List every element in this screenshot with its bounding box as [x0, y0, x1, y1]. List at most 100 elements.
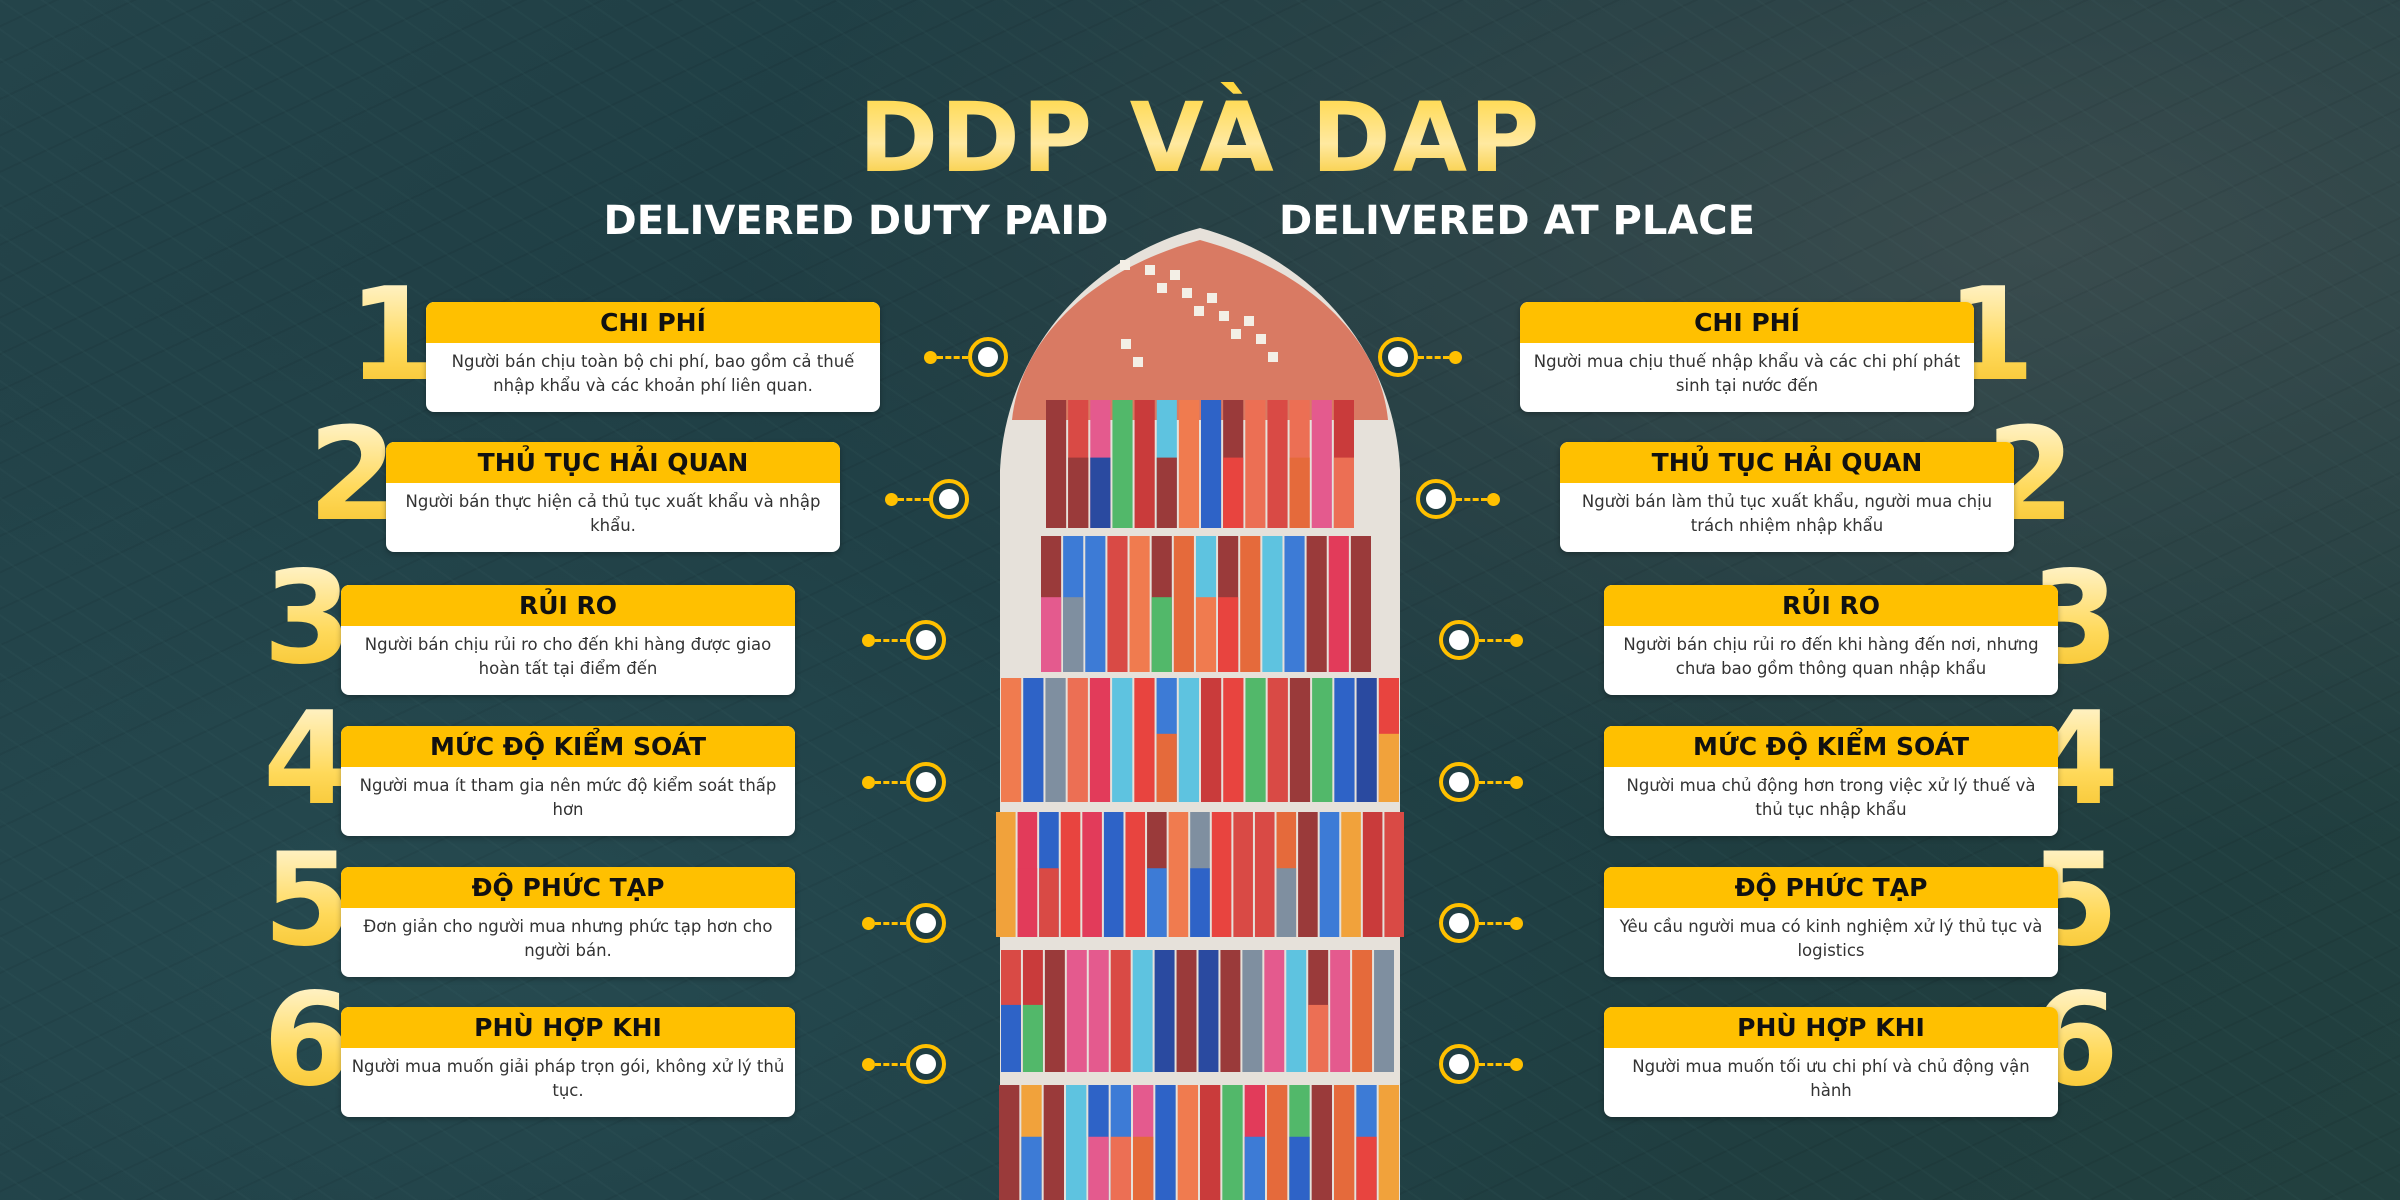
connector-dot-icon	[1510, 633, 1523, 647]
connector	[885, 479, 969, 519]
container	[1223, 457, 1244, 528]
container	[1311, 1085, 1332, 1200]
connector	[862, 620, 946, 660]
connector	[924, 337, 1008, 377]
container	[1289, 1136, 1310, 1200]
container	[1374, 950, 1394, 1072]
card-text: Người mua muốn giải pháp trọn gói, không…	[351, 1057, 785, 1100]
dashed-line	[875, 638, 906, 642]
container	[1264, 950, 1285, 1072]
container	[1245, 400, 1266, 528]
connector-dot-icon	[924, 350, 937, 364]
deck-equipment	[1194, 306, 1204, 316]
container	[1334, 678, 1355, 802]
ddp-subtitle: DELIVERED DUTY PAID	[603, 198, 1109, 244]
container	[1352, 950, 1373, 1072]
container	[1312, 678, 1333, 802]
container	[1043, 1085, 1064, 1200]
dashed-line	[898, 497, 929, 501]
connector	[1439, 903, 1523, 943]
container	[1319, 812, 1340, 937]
container	[1046, 400, 1067, 528]
card-text: Đơn giản cho người mua nhưng phức tạp hơ…	[363, 917, 773, 960]
container	[1341, 812, 1361, 937]
dashed-line	[1479, 1062, 1510, 1066]
connector-node-icon	[929, 479, 969, 519]
container	[1200, 1085, 1221, 1200]
container	[1334, 1085, 1355, 1200]
container	[1021, 1136, 1042, 1200]
connector-dot-icon	[862, 1057, 875, 1071]
step-number: 2	[308, 401, 398, 550]
deck-equipment	[1268, 352, 1278, 362]
dashed-line	[937, 355, 968, 359]
card-text: Người mua muốn tối ưu chi phí và chủ độn…	[1632, 1057, 2030, 1100]
connector	[1378, 337, 1462, 377]
card-text: Người bán chịu rủi ro cho đến khi hàng đ…	[364, 635, 772, 678]
connector-node-icon	[1439, 762, 1479, 802]
card-text: Yêu cầu người mua có kinh nghiệm xử lý t…	[1619, 917, 2043, 960]
dap-subtitle: DELIVERED AT PLACE	[1279, 198, 1755, 244]
container	[1107, 536, 1128, 672]
step-number: 4	[263, 685, 353, 834]
deck-equipment	[1256, 334, 1266, 344]
deck-equipment	[1231, 329, 1241, 339]
container	[1110, 1136, 1131, 1200]
container	[1044, 950, 1065, 1072]
container	[1039, 868, 1059, 937]
container	[1190, 868, 1210, 937]
connector-dot-icon	[1449, 350, 1462, 364]
dashed-line	[875, 921, 906, 925]
container	[1022, 1004, 1043, 1072]
container	[1244, 1136, 1265, 1200]
container	[1133, 1136, 1154, 1200]
container	[1218, 597, 1239, 672]
container	[1306, 536, 1327, 672]
container	[1178, 678, 1199, 802]
card-title: PHÙ HỢP KHI	[1604, 1007, 2058, 1048]
card-title: RỦI RO	[1604, 585, 2058, 626]
container	[1378, 733, 1399, 802]
deck-equipment	[1207, 293, 1217, 303]
container	[1289, 457, 1310, 528]
container	[1330, 950, 1351, 1072]
container	[1129, 536, 1150, 672]
dashed-line	[1418, 355, 1449, 359]
card-title: THỦ TỤC HẢI QUAN	[1560, 442, 2014, 483]
container	[1286, 950, 1307, 1072]
connector-dot-icon	[862, 775, 875, 789]
container	[1195, 597, 1217, 672]
deck-equipment	[1170, 270, 1180, 280]
connector-dot-icon	[1510, 916, 1523, 930]
connector	[862, 1044, 946, 1084]
connector	[1416, 479, 1500, 519]
container	[1267, 400, 1288, 528]
connector	[1439, 620, 1523, 660]
container	[1066, 950, 1087, 1072]
container	[999, 1085, 1020, 1200]
step-number: 3	[263, 544, 353, 693]
container	[1362, 812, 1383, 937]
container	[1178, 400, 1199, 528]
container	[1356, 1136, 1377, 1200]
container	[1267, 1085, 1288, 1200]
container	[1125, 812, 1146, 937]
connector	[862, 762, 946, 802]
container	[1276, 868, 1297, 937]
container	[1220, 950, 1241, 1072]
dashed-line	[1479, 638, 1510, 642]
container	[1384, 812, 1404, 937]
connector-dot-icon	[885, 492, 898, 506]
card-title: MỨC ĐỘ KIỂM SOÁT	[1604, 726, 2058, 767]
container	[1242, 950, 1263, 1072]
container	[1082, 812, 1102, 937]
container	[1378, 1085, 1399, 1200]
connector-dot-icon	[862, 633, 875, 647]
deck-equipment	[1244, 316, 1254, 326]
